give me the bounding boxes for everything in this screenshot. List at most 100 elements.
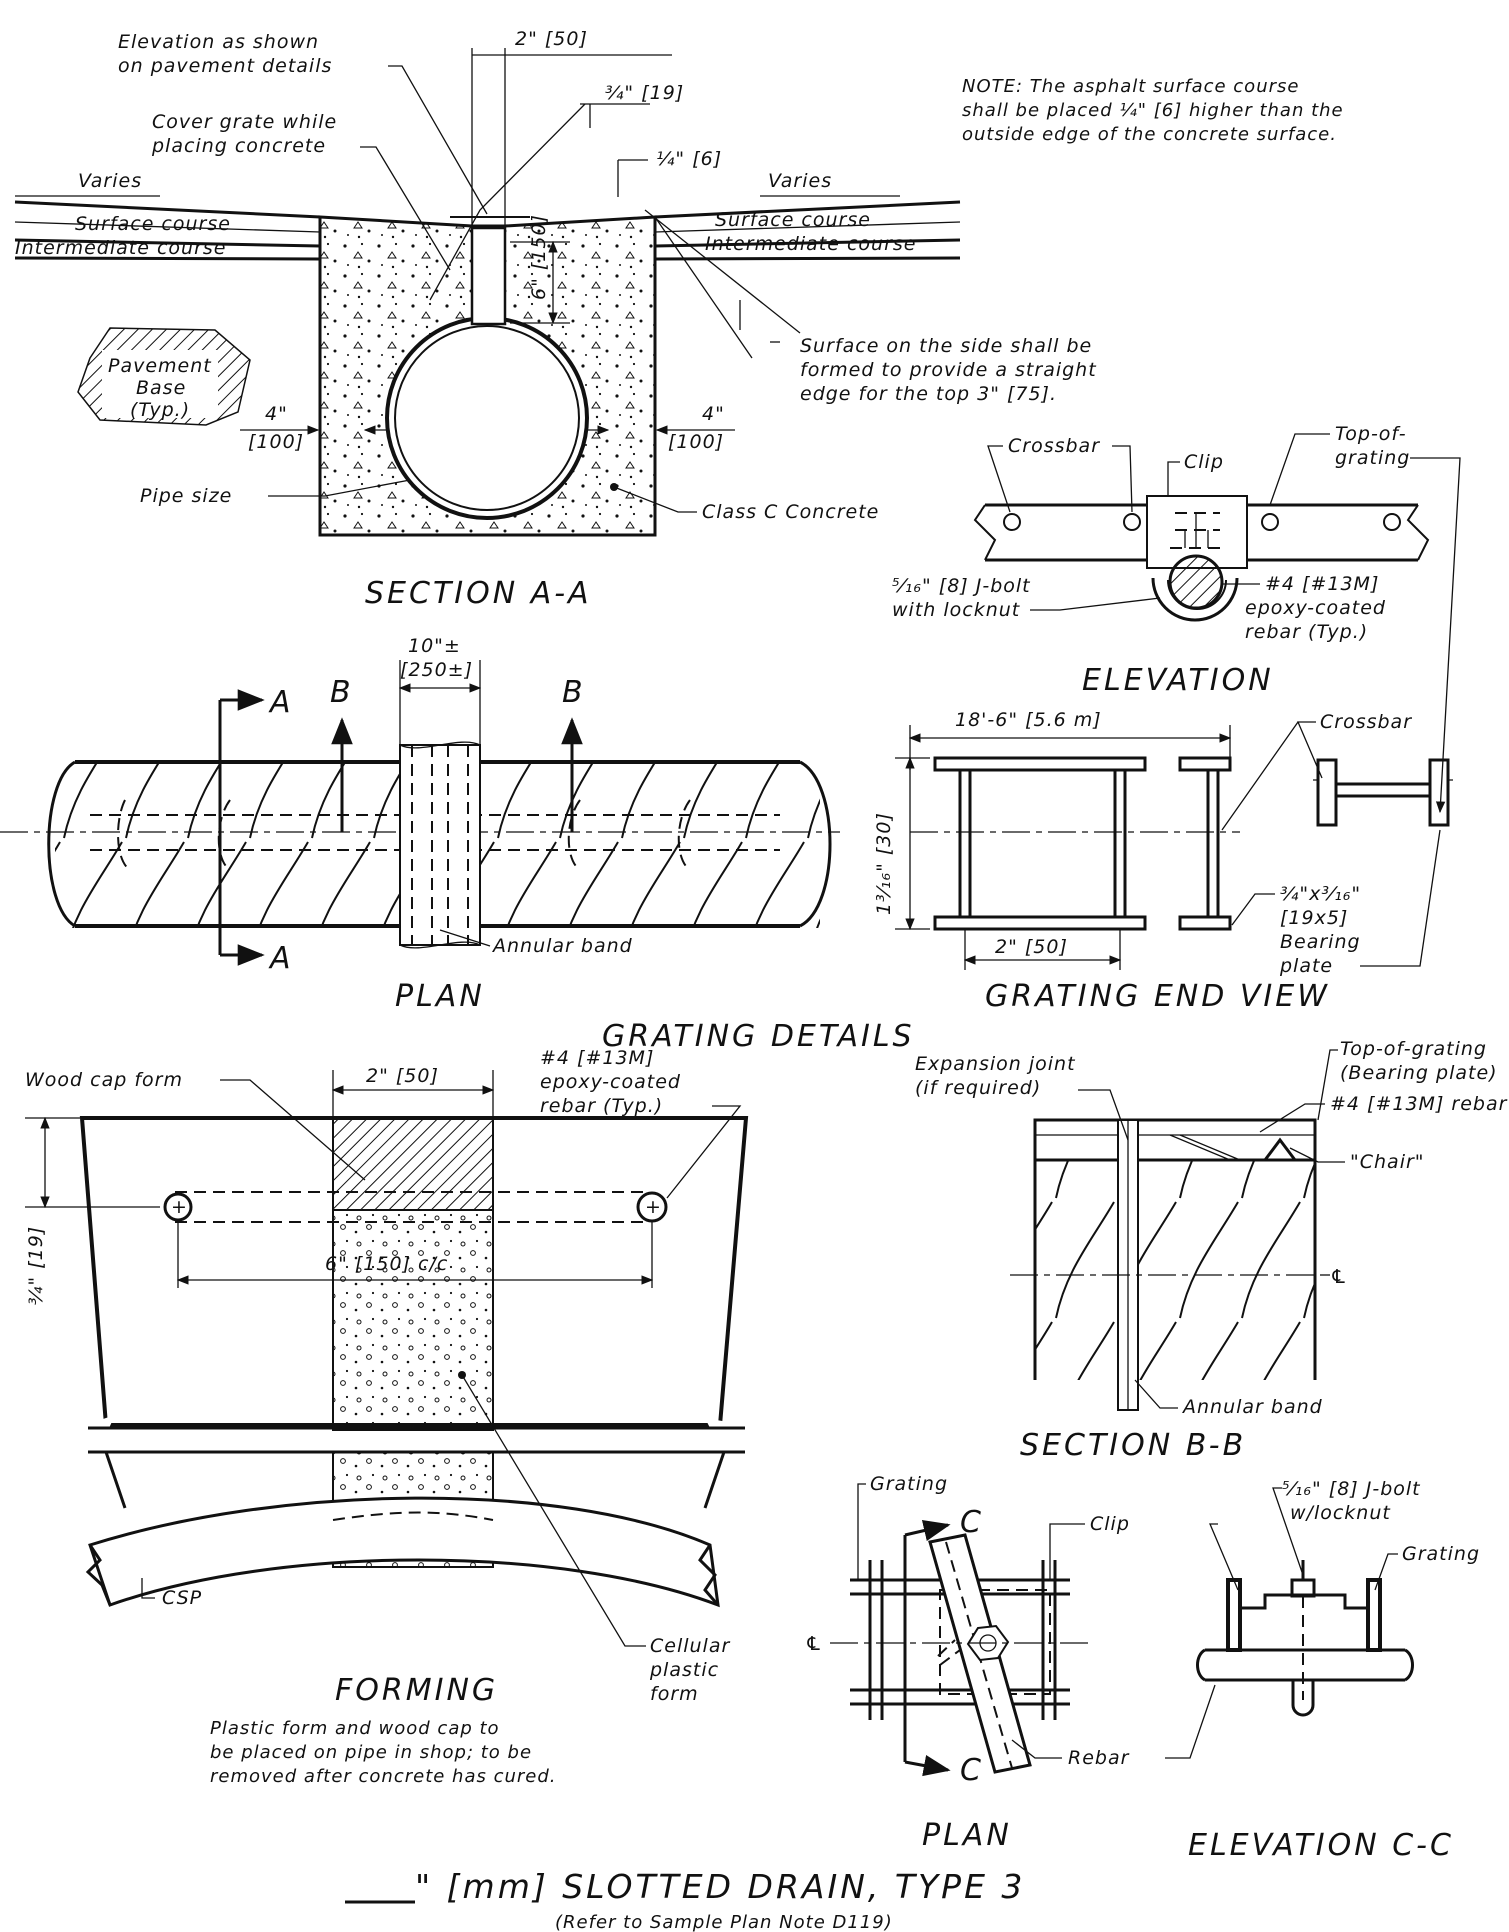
- dim-3-4-19: ¾" [19]: [605, 82, 684, 104]
- elevation-cc: ⁵⁄₁₆" [8] J-bolt w/locknut Grating ELEVA…: [1165, 1478, 1480, 1863]
- cut-b-right: B: [562, 675, 586, 710]
- wood-cap: [332, 1117, 494, 1211]
- label-grating-plan: Grating: [870, 1473, 948, 1495]
- plan-clip: ℄ C C Grating Clip Rebar PLAN: [805, 1473, 1130, 1853]
- label-cover-grate-2: placing concrete: [151, 135, 326, 157]
- title-forming: FORMING: [335, 1673, 498, 1708]
- label-crossbar-elev: Crossbar: [1008, 435, 1100, 457]
- label-varies-left: Varies: [78, 170, 142, 192]
- label-bearing-1: ¾"x³⁄₁₆": [1280, 883, 1361, 905]
- title-elevation: ELEVATION: [1082, 663, 1274, 698]
- title-subtitle: (Refer to Sample Plan Note D119): [555, 1912, 893, 1932]
- label-annular-band-plan: Annular band: [491, 935, 633, 957]
- label-surface-side-3: edge for the top 3" [75].: [800, 383, 1057, 405]
- dim-4-100-left-2: [100]: [248, 431, 304, 453]
- label-cellular-3: form: [650, 1683, 699, 1705]
- section-aa: 2" [50] ¾" [19] ¼" [6] Elevation as show…: [14, 28, 1097, 611]
- label-expansion-2: (if required): [915, 1077, 1041, 1099]
- dim-3-4-form: ¾" [19]: [25, 1226, 47, 1305]
- label-pipe-size: Pipe size: [140, 485, 232, 507]
- label-bearing-4: plate: [1279, 955, 1333, 977]
- label-csp: CSP: [162, 1587, 202, 1609]
- label-grating-cc: Grating: [1402, 1543, 1480, 1565]
- label-rebar-bb: #4 [#13M] rebar: [1330, 1093, 1508, 1115]
- forming-detail: + + 2" [50] 6" [150] c/c ¾" [19] Wood ca…: [25, 1047, 749, 1787]
- note-line-2: shall be placed ¼" [6] higher than the: [962, 100, 1344, 121]
- label-jbolt-cc-2: w/locknut: [1290, 1502, 1391, 1524]
- label-chair: "Chair": [1350, 1151, 1425, 1173]
- label-clip-plan: Clip: [1090, 1513, 1130, 1535]
- note-line-3: outside edge of the concrete surface.: [962, 124, 1337, 145]
- label-pavement-base-3: (Typ.): [130, 399, 190, 421]
- dim-2-50-gev: 2" [50]: [995, 936, 1068, 958]
- label-surface-side-2: formed to provide a straight: [800, 359, 1097, 381]
- title-main: " [mm] SLOTTED DRAIN, TYPE 3: [415, 1867, 1025, 1906]
- title-section-aa: SECTION A-A: [365, 576, 592, 611]
- cut-c-top: C: [960, 1505, 984, 1540]
- rebar-section: [1168, 554, 1224, 610]
- forming-note-1: Plastic form and wood cap to: [210, 1718, 500, 1739]
- dim-4-100-right-1: 4": [702, 403, 725, 425]
- label-rebar-2: epoxy-coated: [1245, 597, 1386, 619]
- label-top-of-2: grating: [1335, 447, 1410, 469]
- label-surface-course-left: Surface course: [75, 213, 231, 235]
- label-crossbar-gev: Crossbar: [1320, 711, 1412, 733]
- dim-6-150: 6" [150]: [528, 214, 550, 300]
- asphalt-note: NOTE: The asphalt surface course shall b…: [962, 76, 1344, 145]
- label-top-grating-bb-2: (Bearing plate): [1340, 1062, 1498, 1084]
- centerline-plan: ℄: [805, 1633, 823, 1655]
- cut-c-bottom: C: [960, 1753, 984, 1788]
- pipe: [385, 316, 589, 520]
- label-rebar-form-1: #4 [#13M]: [540, 1047, 654, 1069]
- label-rebar-form-3: rebar (Typ.): [540, 1095, 663, 1117]
- label-wood-cap-form: Wood cap form: [25, 1069, 183, 1091]
- label-top-of-1: Top-of-: [1335, 423, 1407, 445]
- label-clip-elev: Clip: [1184, 451, 1224, 473]
- title-section-bb: SECTION B-B: [1020, 1428, 1246, 1463]
- centerline-bb: ℄: [1330, 1266, 1348, 1288]
- dim-1-3-16: 1³⁄₁₆" [30]: [873, 812, 895, 915]
- dim-1-4-6: ¼" [6]: [656, 148, 722, 170]
- label-surface-side-1: Surface on the side shall be: [800, 335, 1092, 357]
- title-plan-small: PLAN: [922, 1818, 1012, 1853]
- dim-18-6: 18'-6" [5.6 m]: [955, 709, 1102, 731]
- label-rebar-form-2: epoxy-coated: [540, 1071, 681, 1093]
- label-jbolt-1: ⁵⁄₁₆" [8] J-bolt: [892, 575, 1031, 597]
- label-cover-grate-1: Cover grate while: [152, 111, 337, 133]
- cut-b-left: B: [330, 675, 354, 710]
- label-expansion-1: Expansion joint: [915, 1053, 1076, 1075]
- label-rebar-3: rebar (Typ.): [1245, 621, 1368, 643]
- annular-band: [399, 744, 481, 946]
- note-line-1: NOTE: The asphalt surface course: [962, 76, 1299, 97]
- label-elevation-shown-2: on pavement details: [118, 55, 332, 77]
- dim-6-150-cc: 6" [150] c/c: [325, 1253, 448, 1275]
- label-rebar-plan: Rebar: [1068, 1747, 1130, 1769]
- cut-a-bottom: A: [268, 941, 294, 976]
- title-plan: PLAN: [395, 979, 485, 1014]
- title-elevation-cc: ELEVATION C-C: [1188, 1828, 1454, 1863]
- label-pavement-base-2: Base: [136, 377, 186, 399]
- dim-2-50-form: 2" [50]: [366, 1065, 439, 1087]
- label-class-c-concrete: Class C Concrete: [702, 501, 879, 523]
- label-bearing-3: Bearing: [1280, 931, 1361, 953]
- svg-text:+: +: [171, 1196, 188, 1218]
- cellular-plastic-form: [332, 1209, 494, 1431]
- cut-a-top: A: [268, 685, 294, 720]
- title-grating-end-view: GRATING END VIEW: [985, 979, 1330, 1014]
- dim-10-1: 10"±: [408, 635, 461, 657]
- title-grating-details: GRATING DETAILS: [602, 1019, 915, 1054]
- label-cellular-2: plastic: [649, 1659, 719, 1681]
- label-intermediate-course-left: Intermediate course: [15, 237, 226, 259]
- forming-note-2: be placed on pipe in shop; to be: [210, 1742, 532, 1763]
- drawing-title: " [mm] SLOTTED DRAIN, TYPE 3 (Refer to S…: [345, 1867, 1025, 1932]
- forming-note-3: removed after concrete has cured.: [210, 1766, 557, 1787]
- label-intermediate-course-right: Intermediate course: [705, 233, 916, 255]
- label-jbolt-2: with locknut: [892, 599, 1021, 621]
- label-varies-right: Varies: [768, 170, 832, 192]
- dim-4-100-left-1: 4": [265, 403, 288, 425]
- drain-slot: [470, 226, 507, 326]
- label-cellular-1: Cellular: [650, 1635, 730, 1657]
- dim-4-100-right-2: [100]: [668, 431, 724, 453]
- plan-pipe: A A B B 10"± [250±] Annular band PLAN: [0, 635, 840, 1014]
